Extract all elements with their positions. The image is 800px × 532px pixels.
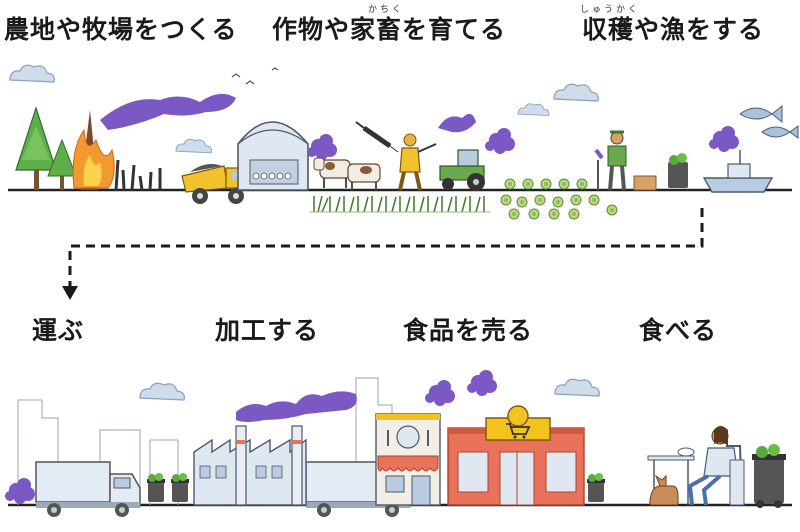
- cow-icon: [313, 157, 381, 190]
- smoke-puff: [5, 478, 35, 504]
- crop-field-icon: [310, 195, 490, 213]
- sprayer-worker-icon: [398, 133, 437, 191]
- barn-icon: [237, 121, 309, 191]
- factory-icon: [193, 425, 307, 506]
- supermarket-icon: [447, 405, 585, 506]
- smoke-puff: [467, 370, 497, 396]
- fishing-boat-icon: [702, 150, 774, 193]
- tractor-icon: [439, 149, 485, 191]
- crate-icon: [633, 175, 657, 191]
- stage-title-harvest-fish: 収穫や漁をする: [582, 15, 765, 44]
- fish-icon: [739, 104, 799, 139]
- stage-title-sell: 食品を売る: [403, 316, 534, 345]
- restaurant-icon: [375, 413, 441, 506]
- spray-smoke: [438, 113, 476, 133]
- bin-icon: [147, 473, 165, 502]
- flow-arrowhead: [62, 286, 78, 300]
- stage-title-process: 加工する: [215, 316, 320, 345]
- factory-smoke: [236, 391, 357, 422]
- smoke-puff: [709, 126, 739, 152]
- bin-icon: [668, 153, 688, 188]
- wildfire-smoke: [100, 93, 236, 130]
- stage-title-eat: 食べる: [639, 316, 718, 345]
- cloud-icon: [175, 138, 212, 154]
- stage-title-transport: 運ぶ: [32, 316, 85, 345]
- cloud-icon: [9, 64, 55, 83]
- smoke-puff: [485, 128, 515, 154]
- bin-icon: [752, 444, 786, 508]
- cloud-icon: [139, 382, 185, 401]
- cloud-icon: [553, 83, 599, 102]
- bin-icon: [587, 473, 605, 502]
- birds-icon: [231, 67, 279, 85]
- cat-icon: [649, 474, 679, 506]
- forest-icon: [15, 106, 77, 190]
- ruby-kachiku: かちく: [368, 5, 405, 15]
- stage-title-raise-crops: 作物や家畜を育てる: [272, 15, 507, 44]
- farmer-icon: [594, 130, 627, 191]
- ruby-shuukaku: しゅうかく: [580, 5, 641, 15]
- cloud-icon: [517, 103, 550, 116]
- stage-title-make-farmland: 農地や牧場をつくる: [4, 15, 238, 44]
- smoke-puff: [307, 134, 337, 160]
- delivery-truck-icon: [35, 461, 141, 518]
- diner-woman-icon: [647, 426, 745, 506]
- smoke-puff: [425, 380, 455, 406]
- cabbage-field-icon: [500, 178, 618, 220]
- bin-icon: [171, 473, 189, 502]
- flow-arrow: [68, 208, 704, 288]
- wildfire-icon: [72, 110, 162, 191]
- syringe-icon: [355, 121, 399, 153]
- cloud-icon: [554, 378, 600, 397]
